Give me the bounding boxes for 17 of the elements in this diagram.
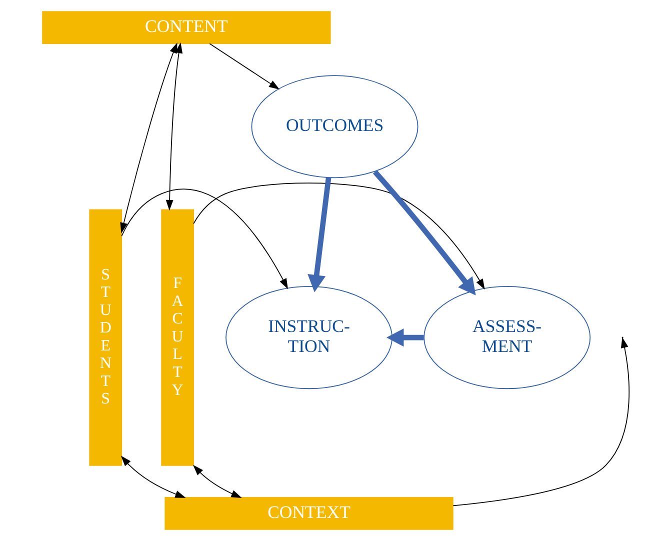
arrow — [307, 177, 331, 292]
arrow — [386, 328, 424, 347]
node-ellipse: ASSESS- MENT — [423, 286, 590, 390]
arrow — [120, 188, 288, 290]
node-ellipse: INSTRUC- TION — [225, 286, 392, 390]
node-ellipse: OUTCOMES — [250, 75, 418, 178]
node-box: STUDENTS — [88, 209, 122, 466]
arrow — [208, 43, 280, 90]
arrow — [165, 42, 182, 211]
arrow — [120, 42, 177, 234]
arrow — [120, 456, 186, 498]
node-box: CONTEXT — [164, 497, 453, 530]
arrow — [192, 182, 484, 290]
arrow — [192, 464, 242, 498]
node-box: FACULTY — [160, 209, 194, 466]
node-box: CONTENT — [42, 11, 330, 44]
arrow — [372, 170, 476, 296]
